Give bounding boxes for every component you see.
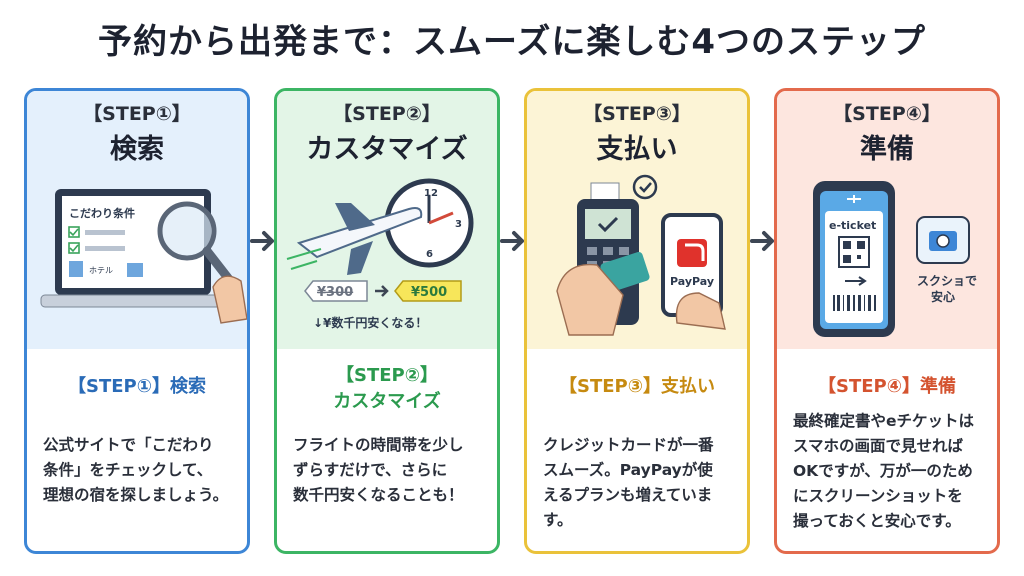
step-1-label: 【STEP①】 xyxy=(83,103,191,125)
step-3-description: クレジットカードが一番 スムーズ。PayPayが使 えるプランも増えていま す。 xyxy=(543,436,714,529)
payment-illustration: PayPay xyxy=(556,174,726,336)
svg-text:e-ticket: e-ticket xyxy=(829,219,876,232)
step-card-2: 【STEP②】 カスタマイズ 12 3 6 ¥300 ¥500 ↓¥数千円安くな… xyxy=(274,88,500,554)
barcode-icon xyxy=(833,295,876,311)
airplane-icon xyxy=(296,207,423,259)
step-card-1: 【STEP①】 検索 こだわり条件 ホテル 【STEP①】検索 公式サイトで「こ… xyxy=(24,88,250,554)
step-4-label: 【STEP④】 xyxy=(833,103,941,125)
svg-text:12: 12 xyxy=(424,188,438,199)
laptop-heading: こだわり条件 xyxy=(69,206,135,220)
step-2-description: フライトの時間帯を少し ずらすだけで、さらに 数千円安くなることも！ xyxy=(293,436,464,504)
eticket-phone-illustration: e-ticket スクショで安心 xyxy=(813,181,977,337)
step-3-name: 支払い xyxy=(596,134,678,165)
step-1-description: 公式サイトで「こだわり 条件」をチェックして、 理想の宿を探しましょう。 xyxy=(43,436,229,504)
step-1-name: 検索 xyxy=(110,134,164,165)
step-1-illustration-panel: 【STEP①】 検索 こだわり条件 ホテル xyxy=(27,91,247,349)
arrow-right-icon xyxy=(500,231,524,251)
step-3-card-title: 【STEP③】支払い xyxy=(559,376,715,397)
svg-text:¥500: ¥500 xyxy=(411,285,447,300)
step-4-card-title: 【STEP④】準備 xyxy=(818,376,956,397)
svg-text:¥300: ¥300 xyxy=(317,285,353,300)
svg-text:スクショで安心: スクショで安心 xyxy=(917,274,977,304)
laptop-search-illustration: こだわり条件 ホテル xyxy=(40,189,247,324)
step-2-label: 【STEP②】 xyxy=(333,103,441,125)
step-2-name: カスタマイズ xyxy=(306,134,468,165)
check-icon xyxy=(632,174,658,200)
svg-text:3: 3 xyxy=(455,219,462,230)
arrow-right-icon xyxy=(250,231,274,251)
magnifier-icon xyxy=(157,201,217,261)
step-4-description: 最終確定書やeチケットは スマホの画面で見せれば OKですが、万が一のため にス… xyxy=(793,412,975,530)
hotel-label: ホテル xyxy=(89,266,113,275)
svg-text:6: 6 xyxy=(426,249,433,260)
svg-text:↓¥数千円安くなる！: ↓¥数千円安くなる！ xyxy=(313,315,427,330)
step-3-illustration-panel: 【STEP③】 支払い PayPay xyxy=(527,91,747,349)
step-card-4: 【STEP④】 準備 e-ticket スクショで安心 【STEP④】準備 xyxy=(774,88,1000,554)
credit-card-icon xyxy=(600,251,650,293)
step-4-name: 準備 xyxy=(860,134,914,165)
page-title: 予約から出発まで：スムーズに楽しむ4つのステップ xyxy=(98,22,926,62)
step-card-3: 【STEP③】 支払い PayPay 【STEP③】支払い クレジットカードが一… xyxy=(524,88,750,554)
step-2-card-title: 【STEP②】 カスタマイズ xyxy=(333,365,441,412)
step-1-card-title: 【STEP①】検索 xyxy=(68,376,206,397)
svg-text:PayPay: PayPay xyxy=(670,275,714,288)
step-2-illustration-panel: 【STEP②】 カスタマイズ 12 3 6 ¥300 ¥500 ↓¥数千円安くな… xyxy=(277,91,497,349)
step-4-illustration-panel: 【STEP④】 準備 e-ticket スクショで安心 xyxy=(777,91,997,349)
arrow-right-icon xyxy=(750,231,774,251)
step-3-label: 【STEP③】 xyxy=(583,103,691,125)
plane-clock-illustration: 12 3 6 ¥300 ¥500 ↓¥数千円安くなる！ xyxy=(286,178,474,330)
